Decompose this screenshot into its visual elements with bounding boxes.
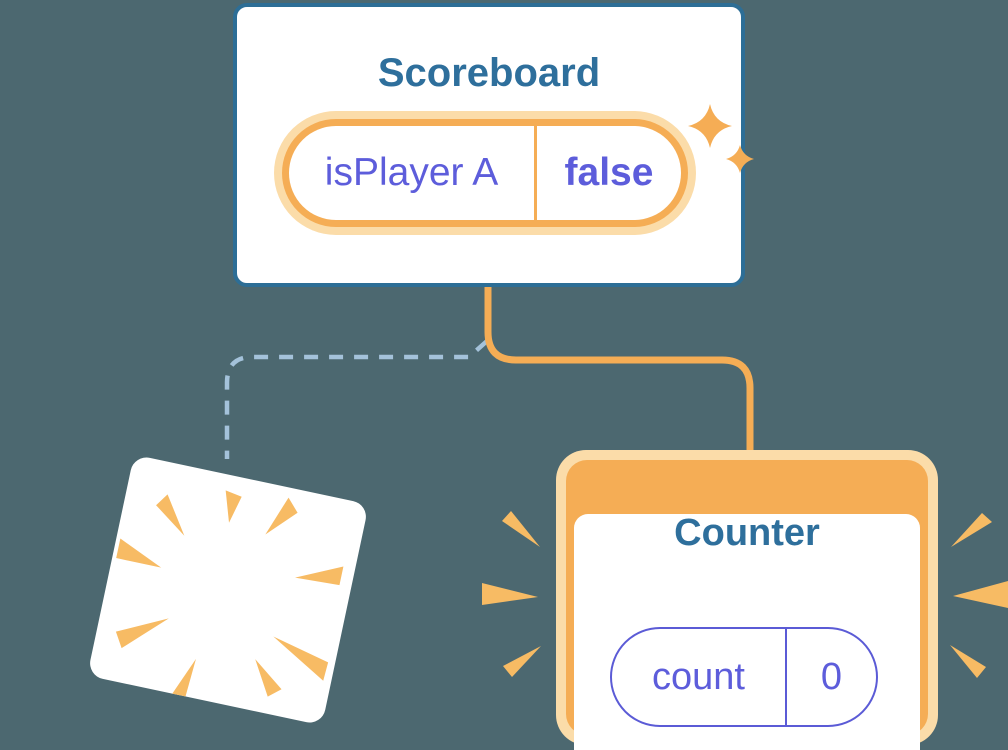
state-key-label: count (612, 629, 787, 725)
state-value-label: 0 (820, 655, 843, 698)
counter-state-pill: count 0 (610, 627, 878, 727)
counter-card-body: Counter count 0 (574, 514, 920, 750)
state-pill-highlight-border: isPlayer A false (282, 119, 688, 227)
scoreboard-component-card: Scoreboard isPlayer A false (233, 3, 754, 287)
dashed-connector-line (224, 339, 489, 459)
removed-component-card (87, 454, 369, 726)
emphasis-burst-left-icon (482, 511, 541, 677)
poof-burst-icon (115, 490, 344, 706)
state-key-label: isPlayer A (289, 126, 537, 220)
counter-component-card: Counter count 0 (556, 450, 938, 750)
active-connector-line (484, 282, 754, 455)
sparkles-icon (688, 104, 754, 173)
state-value-label: false (564, 151, 654, 194)
counter-card-border: Counter count 0 (566, 460, 928, 750)
counter-title: Counter (674, 512, 820, 554)
scoreboard-title: Scoreboard (377, 51, 601, 95)
state-pill-body: isPlayer A false (289, 126, 681, 220)
scoreboard-state-pill: isPlayer A false (274, 111, 696, 235)
emphasis-burst-right-icon (950, 513, 1008, 678)
